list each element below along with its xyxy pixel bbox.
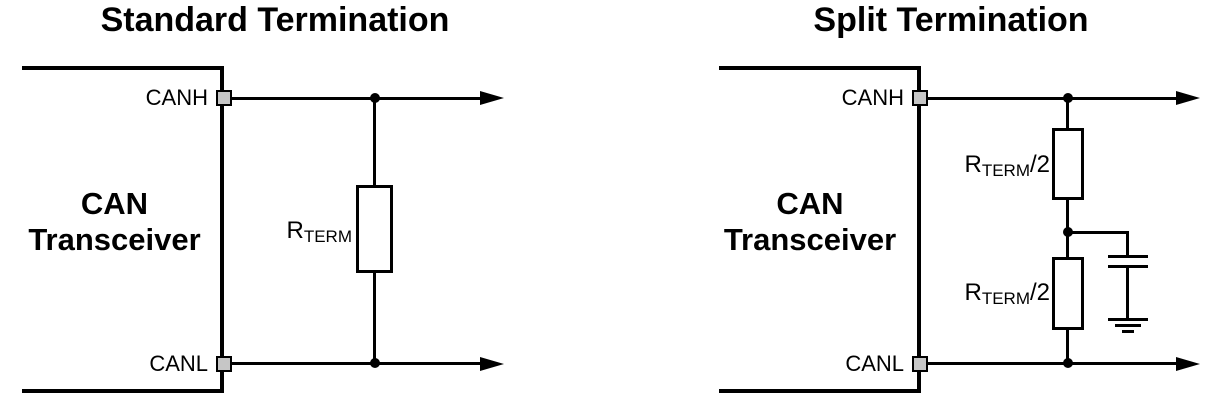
canh-pin-label: CANH <box>145 85 208 110</box>
transceiver-label: CAN Transceiver <box>22 186 207 258</box>
transceiver-label: CAN Transceiver <box>719 186 901 258</box>
capacitor-lead-top <box>1126 231 1129 256</box>
resistor-label-sub: TERM <box>981 161 1030 180</box>
ground-bar-bottom <box>1122 330 1134 333</box>
transceiver-label-line2: Transceiver <box>723 222 897 257</box>
resistor-label-suffix: /2 <box>1029 151 1050 178</box>
standard-termination-title: Standard Termination <box>100 1 450 39</box>
canh-pin-label: CANH <box>841 85 904 110</box>
ground-bar-middle <box>1115 324 1141 327</box>
ground-bar-top <box>1108 318 1148 321</box>
transceiver-box <box>719 66 921 393</box>
capacitor-top-plate <box>1108 255 1148 258</box>
arrow-right-icon <box>1176 357 1200 371</box>
canl-wire <box>928 362 1176 365</box>
transceiver-box <box>22 66 224 393</box>
capacitor-lead-bottom <box>1126 268 1129 320</box>
resistor-label-base: R <box>286 217 304 244</box>
resistor-label-sub: TERM <box>981 289 1030 308</box>
canl-wire <box>232 362 482 365</box>
transceiver-label-line1: CAN <box>776 186 844 221</box>
rterm-resistor-label: RTERM <box>240 217 352 246</box>
resistor-label-suffix: /2 <box>1029 279 1050 306</box>
resistor-label-sub: TERM <box>303 227 352 246</box>
rterm-half-resistor-bottom <box>1052 257 1084 330</box>
rterm-half-resistor-top <box>1052 128 1084 200</box>
canl-pin-square <box>216 356 232 372</box>
rterm-half-resistor-bottom-label: RTERM/2 <box>930 279 1050 308</box>
canl-pin-square <box>912 356 928 372</box>
ground-symbol <box>1108 318 1148 334</box>
canl-pin-label: CANL <box>149 351 208 376</box>
capacitor-symbol <box>1106 231 1150 323</box>
termination-wire <box>1066 98 1069 130</box>
rterm-resistor <box>356 185 393 273</box>
termination-wire <box>1066 328 1069 364</box>
panel-standard-termination: Standard Termination CAN Transceiver CAN… <box>22 1 504 393</box>
canl-pin-label: CANL <box>845 351 904 376</box>
arrow-right-icon <box>480 91 504 105</box>
canh-wire <box>928 97 1176 100</box>
canh-pin-square <box>216 90 232 106</box>
resistor-label-base: R <box>964 151 982 178</box>
transceiver-label-line2: Transceiver <box>28 222 201 257</box>
canh-wire <box>232 97 482 100</box>
arrow-right-icon <box>1176 91 1200 105</box>
termination-wire <box>1066 198 1069 259</box>
rterm-half-resistor-top-label: RTERM/2 <box>930 151 1050 180</box>
transceiver-label-line1: CAN <box>80 186 149 221</box>
capacitor-bottom-plate <box>1108 265 1148 268</box>
split-termination-title: Split Termination <box>813 1 1089 39</box>
arrow-right-icon <box>480 357 504 371</box>
canh-pin-square <box>912 90 928 106</box>
resistor-label-base: R <box>964 279 982 306</box>
midpoint-wire <box>1068 231 1128 234</box>
